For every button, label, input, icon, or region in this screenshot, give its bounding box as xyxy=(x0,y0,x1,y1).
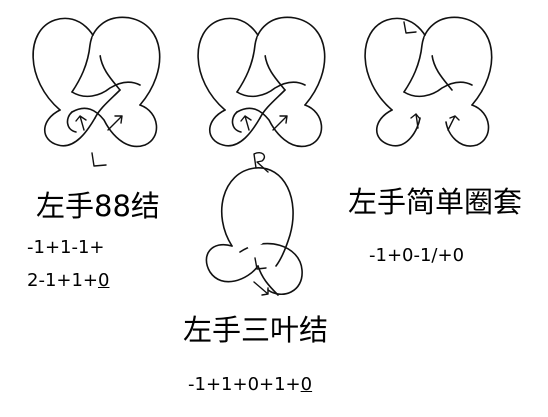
trefoil-arrow xyxy=(253,281,269,296)
knot-right-letter-l xyxy=(403,21,417,34)
knot-middle-cross-strand xyxy=(236,81,306,98)
knot-left-bottom-left xyxy=(43,109,96,147)
formula-trefoil-text: -1+1+0+1+ xyxy=(188,374,301,395)
trefoil-big-loop xyxy=(220,167,294,267)
trefoil-letter-l xyxy=(254,257,267,270)
knot-right-lobe-left xyxy=(364,17,453,111)
knot-left-88 xyxy=(32,16,161,167)
title-simple-loop: 左手简单圈套 xyxy=(348,185,523,219)
knot-bottom-trefoil xyxy=(205,167,303,296)
formula-left-line-2-text: 2-1+1+ xyxy=(27,270,99,291)
knot-middle-r xyxy=(197,16,326,173)
knot-middle-arrow-1 xyxy=(240,115,252,131)
knot-left-letter-l xyxy=(91,152,107,167)
formula-simple-loop: -1+0-1/+0 xyxy=(369,244,464,268)
knot-middle-lobe-left xyxy=(197,17,286,111)
knot-middle-bottom-left xyxy=(208,109,261,147)
knot-middle-letter-r xyxy=(253,152,269,173)
knot-middle-lobe-right xyxy=(236,16,326,106)
knot-right-lobe-right xyxy=(403,16,493,106)
formula-left-line-1-text: -1+1-1+ xyxy=(27,237,105,258)
formula-left-line-2: 2-1+1+0 xyxy=(27,269,109,293)
knot-middle-bottom-loop xyxy=(236,104,323,148)
knot-left-cross-strand xyxy=(71,81,141,98)
knot-right-bottom-right xyxy=(445,104,490,147)
formula-trefoil: -1+1+0+1+0 xyxy=(188,373,312,397)
title-trefoil: 左手三叶结 xyxy=(183,313,329,347)
knot-middle-bottom-right xyxy=(259,89,286,119)
knot-middle-arrow-2 xyxy=(272,115,288,131)
knot-right-bottom-left xyxy=(375,109,421,147)
title-left-88-knot: 左手88结 xyxy=(36,189,160,223)
knot-right-arrow-1 xyxy=(410,113,421,129)
knot-left-lobe-right xyxy=(71,16,161,106)
knot-right-arrow-2 xyxy=(447,115,460,131)
formula-left-line-1: -1+1-1+ xyxy=(27,236,105,260)
formula-simple-loop-text: -1+0-1/+0 xyxy=(369,245,465,266)
formula-trefoil-underlined: 0 xyxy=(300,374,313,395)
knot-right-cross-strand xyxy=(403,81,473,98)
trefoil-left-loop xyxy=(205,243,259,283)
knot-left-lobe-left xyxy=(32,17,121,111)
knot-right-loop xyxy=(364,16,493,147)
knot-left-bottom-loop xyxy=(71,104,158,148)
knot-middle-under-pass xyxy=(231,111,242,133)
knot-left-under-pass xyxy=(66,111,77,133)
knot-left-arrow-1 xyxy=(75,115,87,131)
knot-left-bottom-right xyxy=(94,89,121,119)
knot-left-arrow-2 xyxy=(107,115,123,131)
formula-left-line-2-underlined: 0 xyxy=(98,270,110,291)
